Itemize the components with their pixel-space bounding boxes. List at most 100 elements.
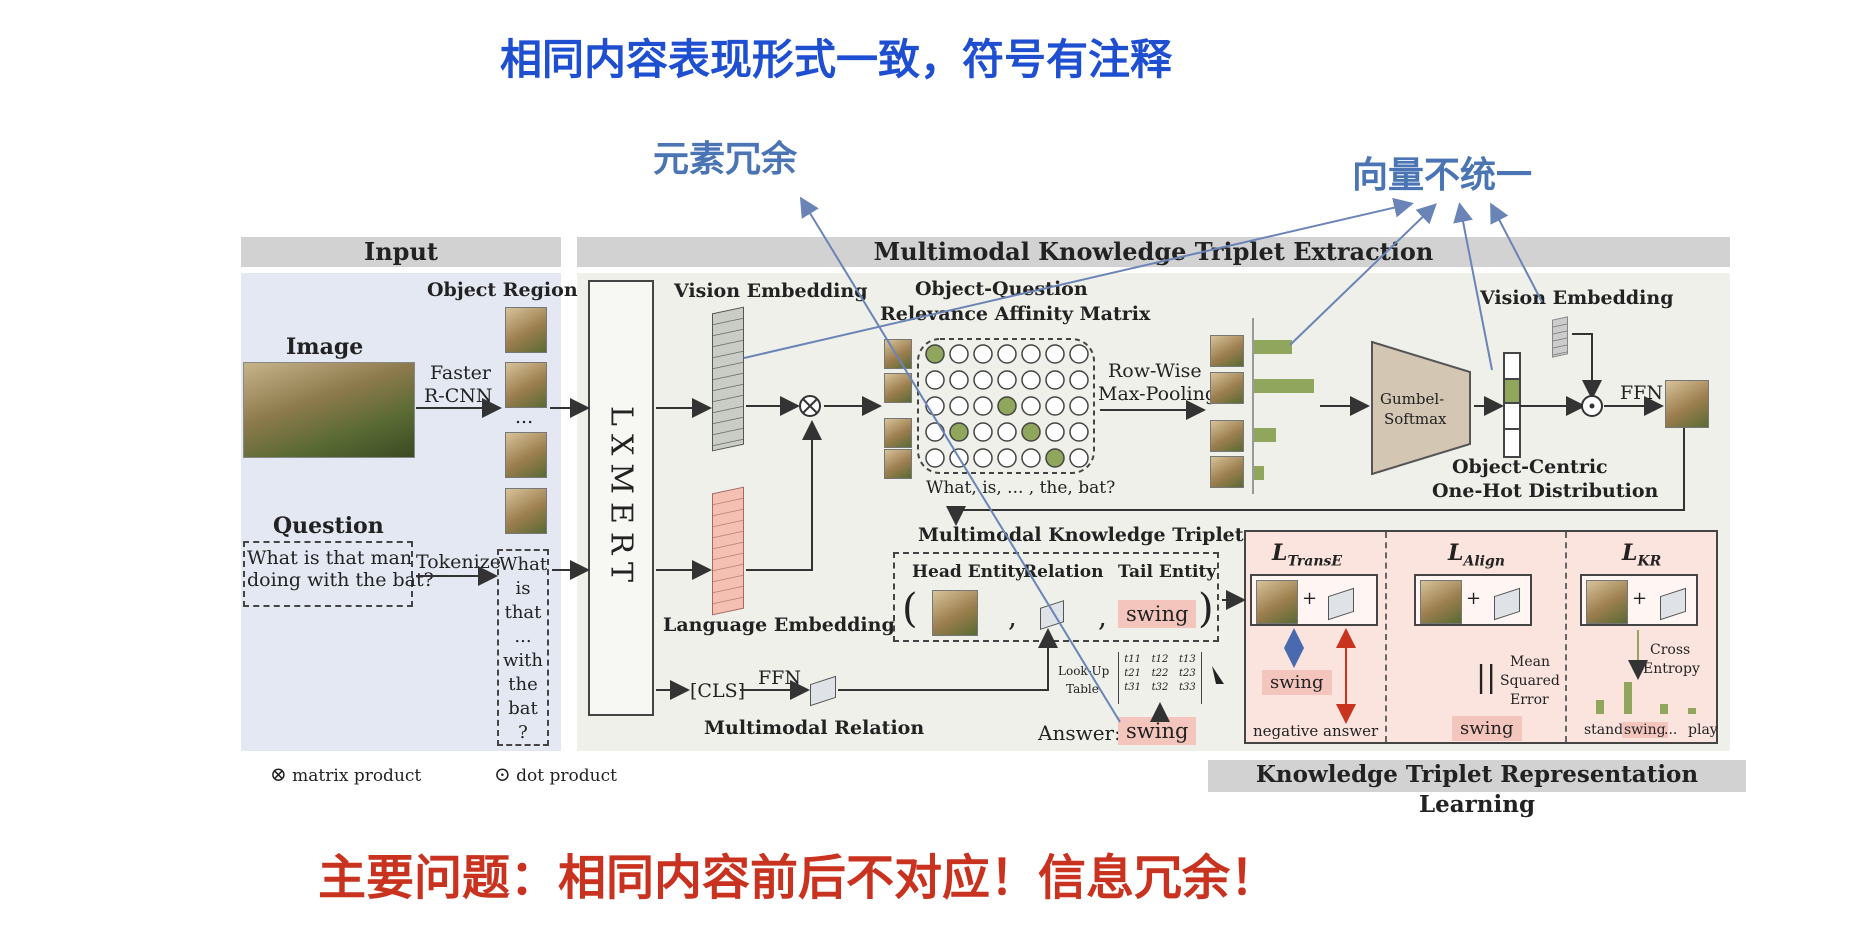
object-centric-label-1: Object-Centric <box>1452 456 1608 478</box>
matrix-cell <box>1021 370 1041 390</box>
loss-align-answer: swing <box>1452 716 1522 741</box>
bottom-problem-annotation: 主要问题：相同内容前后不对应！信息冗余！ <box>318 850 1279 906</box>
loss-divider <box>1385 532 1387 742</box>
matrix-cell <box>949 422 969 442</box>
matrix-cell <box>949 370 969 390</box>
matrix-cell <box>1021 344 1041 364</box>
vision-embedding-right-label: Vision Embedding <box>1480 287 1674 309</box>
ce-distribution-bar <box>1596 700 1604 714</box>
matrix-row-thumb-2 <box>884 373 912 403</box>
multimodal-relation-label: Multimodal Relation <box>704 717 925 739</box>
ce-distribution-bar <box>1624 682 1632 714</box>
head-entity-label: Head Entity <box>912 562 1026 582</box>
ce-x-label: ... <box>1664 722 1678 738</box>
tail-entity-label: Tail Entity <box>1118 562 1217 582</box>
tokenize-label: Tokenize <box>416 551 501 573</box>
matrix-cell <box>1045 396 1065 416</box>
vision-embedding-stack <box>712 306 744 452</box>
token: is <box>515 578 531 599</box>
relation-label: Relation <box>1023 562 1104 582</box>
matrix-row-thumb-1 <box>884 339 912 369</box>
object-region-label: Object Region <box>427 279 578 301</box>
matrix-cell <box>1045 344 1065 364</box>
cross-entropy-label-2: Entropy <box>1643 661 1700 677</box>
token: bat <box>508 698 538 719</box>
triplet-close-paren: ) <box>1198 586 1214 632</box>
question-label: Question <box>273 513 384 539</box>
matrix-cell <box>973 396 993 416</box>
object-region-thumb-4 <box>505 488 547 534</box>
tail-entity-value: swing <box>1118 600 1197 628</box>
representation-section-header: Knowledge Triplet Representation Learnin… <box>1208 760 1746 818</box>
gumbel-label-2: Softmax <box>1384 410 1447 428</box>
matrix-cell <box>1069 396 1089 416</box>
legend-dot-product-text: dot product <box>516 766 617 786</box>
lut-cell: t22 <box>1151 668 1169 679</box>
ce-distribution-bar <box>1688 708 1696 714</box>
loss-transe-thumb <box>1256 580 1298 624</box>
vision-embedding-right-stack <box>1552 316 1568 358</box>
matrix-cell <box>1069 344 1089 364</box>
matrix-cell <box>997 422 1017 442</box>
answer-value: swing <box>1118 717 1197 745</box>
cross-entropy-label-1: Cross <box>1650 642 1691 658</box>
plus-symbol: + <box>1302 588 1318 609</box>
matrix-row-thumb-3 <box>884 418 912 448</box>
loss-kr-thumb <box>1586 580 1628 624</box>
loss-transe-answer: swing <box>1262 670 1332 695</box>
matrix-cell <box>949 448 969 468</box>
vector-inconsistent-annotation: 向量不统一 <box>1352 155 1533 196</box>
triplet-comma: , <box>1098 600 1107 633</box>
matrix-cell <box>1069 422 1089 442</box>
matrix-cell <box>925 344 945 364</box>
loss-kr-label: LKR <box>1622 540 1661 569</box>
matrix-row-thumb-4 <box>884 449 912 479</box>
matrix-cell <box>997 396 1017 416</box>
loss-align-label: LAlign <box>1448 540 1505 569</box>
matrix-cell <box>1045 422 1065 442</box>
lut-cell: t11 <box>1124 654 1142 665</box>
ce-distribution-bar <box>1660 704 1668 714</box>
matrix-cell <box>1021 422 1041 442</box>
legend-matrix-product-text: matrix product <box>292 766 422 786</box>
matrix-cell <box>949 344 969 364</box>
loss-panel <box>1244 530 1718 744</box>
pooled-axis <box>1252 318 1254 494</box>
question-text-line-1: What is that man <box>247 547 413 569</box>
question-text-line-2: doing with the bat? <box>247 569 434 591</box>
ffn-right-label: FFN <box>1620 382 1663 404</box>
matrix-caption: What, is, ... , the, bat? <box>926 478 1116 498</box>
ce-x-label-highlight: swing <box>1622 722 1668 738</box>
matrix-cell <box>925 448 945 468</box>
faster-rcnn-label-2: R-CNN <box>424 385 493 407</box>
matrix-cell <box>1069 370 1089 390</box>
token: the <box>508 674 538 695</box>
loss-transe-note: negative answer <box>1253 722 1379 740</box>
lxmert-label: LXMERT <box>603 406 639 590</box>
gumbel-label-1: Gumbel- <box>1380 390 1445 408</box>
plus-symbol: + <box>1632 588 1648 609</box>
top-annotation-title: 相同内容表现形式一致，符号有注释 <box>500 35 1173 84</box>
ce-x-label: play <box>1688 722 1718 738</box>
row-wise-label-2: Max-Pooling <box>1098 383 1218 405</box>
lut-cell: t33 <box>1178 682 1196 693</box>
baseball-image <box>243 362 415 458</box>
loss-transe-sub: TransE <box>1287 553 1343 570</box>
matrix-cell <box>997 344 1017 364</box>
pooled-thumb-1 <box>1210 335 1244 367</box>
matrix-cell <box>973 344 993 364</box>
image-label: Image <box>286 334 364 360</box>
lut-cell: t31 <box>1124 682 1142 693</box>
matrix-cell <box>1045 370 1065 390</box>
matrix-cell <box>925 396 945 416</box>
redundant-annotation: 元素冗余 <box>653 139 798 180</box>
matrix-cell <box>1069 448 1089 468</box>
pooled-thumb-4 <box>1210 456 1244 488</box>
loss-transe-label: LTransE <box>1272 540 1342 569</box>
matrix-cell <box>997 448 1017 468</box>
lookup-table-label-1: Look-Up <box>1058 664 1110 678</box>
mse-bars-icon: || <box>1476 660 1497 695</box>
loss-transe-main: L <box>1272 540 1288 566</box>
matrix-cell <box>1021 396 1041 416</box>
extraction-section-header: Multimodal Knowledge Triplet Extraction <box>577 237 1730 267</box>
